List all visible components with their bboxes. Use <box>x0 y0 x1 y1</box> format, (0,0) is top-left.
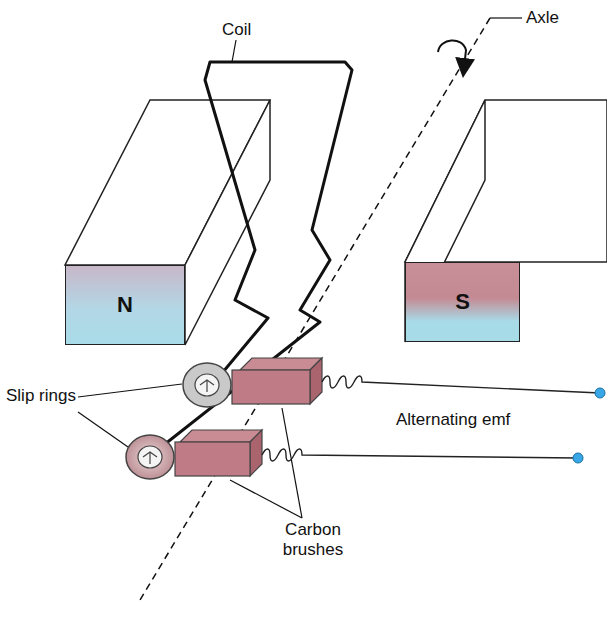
leader-line <box>78 412 128 447</box>
rotation-arrow <box>438 40 466 68</box>
slip-ring <box>126 435 174 479</box>
leader-line <box>282 408 302 518</box>
coil-loop <box>160 62 352 448</box>
leader-line <box>230 480 302 518</box>
part-label: Alternating emf <box>396 410 566 430</box>
part-label: Carbon brushes <box>268 520 358 559</box>
pole-label: N <box>117 292 133 317</box>
spring <box>322 376 600 393</box>
magnet-pole: N <box>65 265 185 345</box>
axle-leader <box>490 17 522 18</box>
part-label: Axle <box>526 8 596 28</box>
north-magnet <box>65 100 270 345</box>
carbon-brush <box>175 430 262 476</box>
coil-leader <box>232 40 236 62</box>
terminal <box>573 453 583 463</box>
part-label: Coil <box>222 20 282 40</box>
pole-label: S <box>455 289 470 314</box>
carbon-brush <box>232 358 322 404</box>
spring <box>262 449 578 461</box>
part-label: Slip rings <box>6 386 76 406</box>
slip-ring <box>183 363 231 407</box>
leader-line <box>78 384 182 397</box>
magnet-pole: S <box>405 262 520 342</box>
terminal <box>595 388 605 398</box>
south-magnet <box>405 100 607 342</box>
